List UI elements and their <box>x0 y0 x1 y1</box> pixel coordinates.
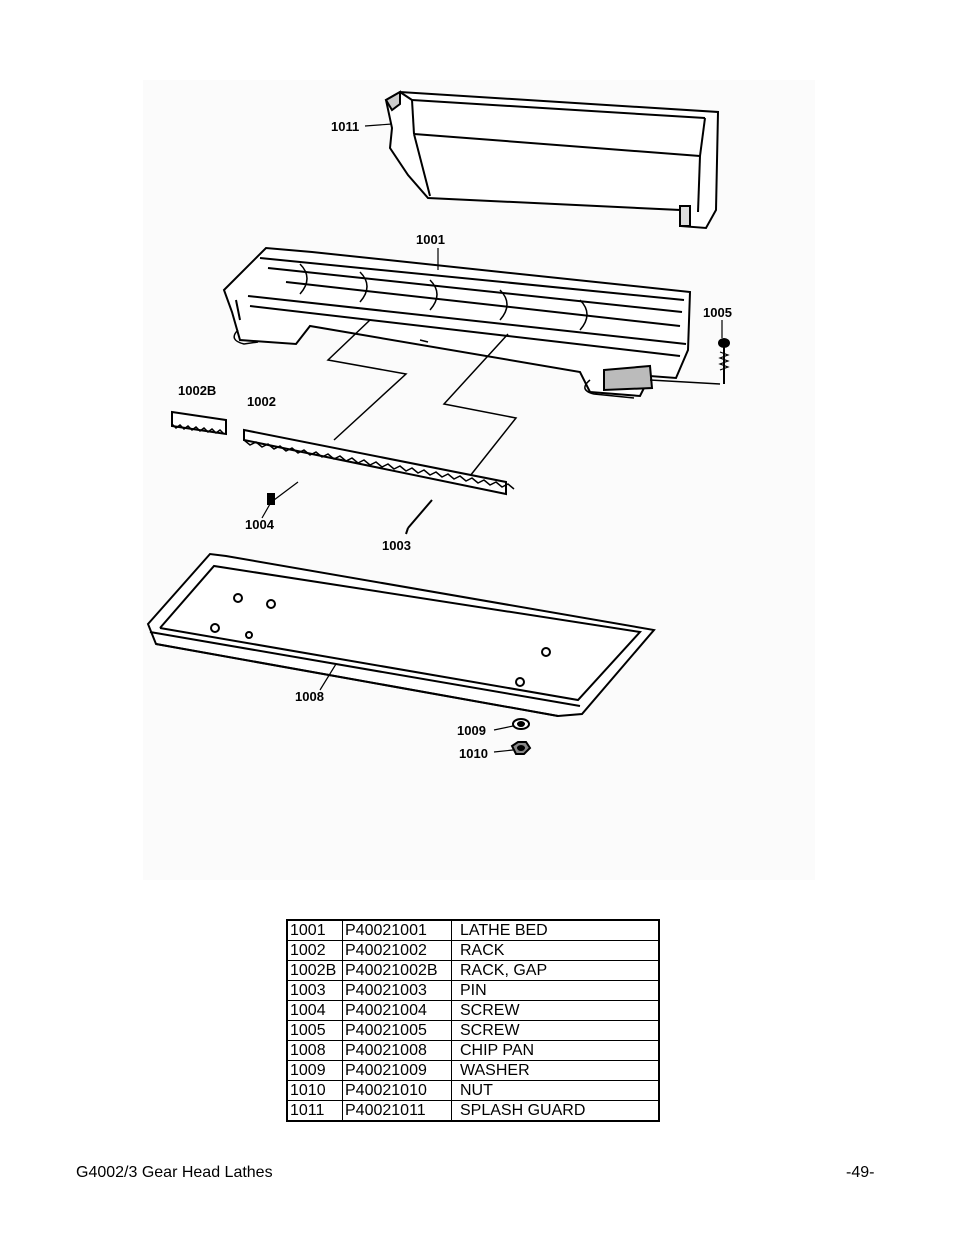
part-number: P40021011 <box>342 1100 452 1122</box>
part-description: NUT <box>451 1080 660 1101</box>
callout-1004: 1004 <box>245 517 275 532</box>
chip-pan-drawing <box>146 552 656 718</box>
footer-page-number: -49- <box>846 1164 875 1181</box>
callout-1002: 1002 <box>247 394 276 409</box>
washer-1009-drawing <box>512 718 530 730</box>
part-number: P40021009 <box>342 1060 452 1081</box>
callout-1005: 1005 <box>703 305 732 320</box>
part-description: CHIP PAN <box>451 1040 660 1061</box>
splash-guard-drawing <box>384 90 720 230</box>
ref-number: 1010 <box>286 1080 343 1101</box>
exploded-parts-diagram: 1011 1001 1005 1002B 1002 1004 1003 1008… <box>143 80 815 880</box>
callout-1008: 1008 <box>295 689 324 704</box>
ref-number: 1011 <box>286 1100 343 1122</box>
part-description: SCREW <box>451 1020 660 1041</box>
lathe-bed-drawing <box>222 246 721 399</box>
part-number: P40021002B <box>342 960 452 981</box>
ref-number: 1001 <box>286 919 343 941</box>
part-number: P40021002 <box>342 940 452 961</box>
assembly-guide-lines <box>326 319 518 477</box>
part-number: P40021008 <box>342 1040 452 1061</box>
part-number: P40021001 <box>342 919 452 941</box>
callout-1003: 1003 <box>382 538 411 553</box>
part-description: LATHE BED <box>451 919 660 941</box>
pin-1003-drawing <box>405 499 433 535</box>
part-number: P40021003 <box>342 980 452 1001</box>
part-description: SCREW <box>451 1000 660 1021</box>
leader-lines <box>261 123 723 753</box>
screw-1004-drawing <box>267 481 299 505</box>
part-number: P40021004 <box>342 1000 452 1021</box>
screw-1005-drawing <box>718 338 730 384</box>
ref-number: 1002 <box>286 940 343 961</box>
callout-1011: 1011 <box>331 119 359 134</box>
callout-1010: 1010 <box>459 746 488 761</box>
ref-number: 1005 <box>286 1020 343 1041</box>
part-description: RACK, GAP <box>451 960 660 981</box>
callout-1002b: 1002B <box>178 383 216 398</box>
gap-rack-drawing <box>171 410 227 436</box>
part-description: WASHER <box>451 1060 660 1081</box>
callout-1001: 1001 <box>416 232 445 247</box>
part-description: SPLASH GUARD <box>451 1100 660 1122</box>
rack-drawing <box>243 428 515 496</box>
nut-1010-drawing <box>510 741 532 755</box>
ref-number: 1004 <box>286 1000 343 1021</box>
footer-manual-title: G4002/3 Gear Head Lathes <box>76 1164 273 1181</box>
part-number: P40021005 <box>342 1020 452 1041</box>
ref-number: 1008 <box>286 1040 343 1061</box>
ref-number: 1009 <box>286 1060 343 1081</box>
part-description: PIN <box>451 980 660 1001</box>
part-number: P40021010 <box>342 1080 452 1101</box>
part-description: RACK <box>451 940 660 961</box>
callout-1009: 1009 <box>457 723 486 738</box>
ref-number: 1002B <box>286 960 343 981</box>
ref-number: 1003 <box>286 980 343 1001</box>
